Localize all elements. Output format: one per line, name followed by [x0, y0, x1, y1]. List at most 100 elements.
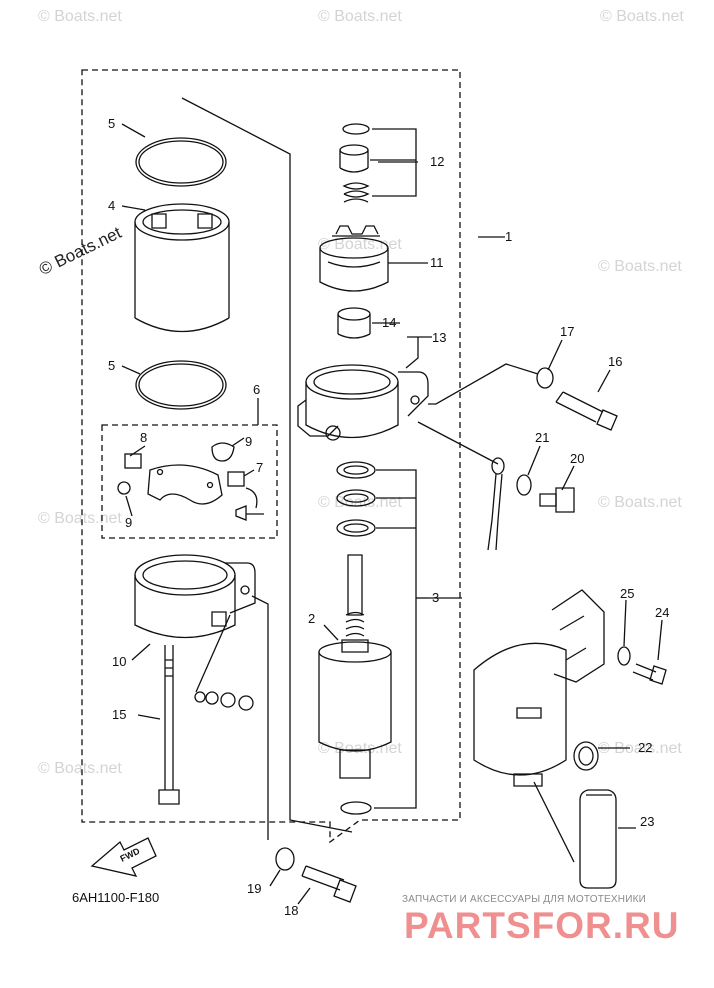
part-label: 13: [432, 330, 446, 345]
washer: [617, 646, 631, 666]
leader-line: [129, 445, 146, 457]
part-label: 6: [253, 382, 260, 397]
leader-line: [121, 123, 146, 138]
part-label: 5: [108, 116, 115, 131]
footer-subtitle: ЗАПЧАСТИ И АКСЕССУАРЫ ДЛЯ МОТОТЕХНИКИ: [402, 894, 647, 905]
o-ring-top: [135, 137, 227, 187]
rear-cover: [134, 554, 256, 639]
part-label: 3: [432, 590, 439, 605]
armature: [318, 554, 392, 779]
part-label: 20: [570, 451, 584, 466]
shim: [343, 523, 369, 533]
yoke: [134, 203, 230, 333]
stopper-ring: [342, 123, 370, 135]
leader-line: [623, 599, 627, 647]
thrust-washer: [340, 801, 372, 815]
watermark: © Boats.net: [598, 740, 682, 757]
watermark: © Boats.net: [318, 740, 402, 757]
leader-line: [405, 336, 432, 369]
part-label: 8: [140, 430, 147, 445]
leader-line: [561, 465, 575, 491]
part-label: 19: [247, 881, 261, 896]
shim: [343, 493, 369, 503]
part-label: 7: [256, 460, 263, 475]
leader-bracket: [374, 469, 417, 809]
part-label: 9: [245, 434, 252, 449]
leader-line: [527, 445, 541, 476]
leader-line: [243, 469, 255, 477]
part-label: 12: [430, 154, 444, 169]
part-label: 22: [638, 740, 652, 755]
leader-line: [131, 643, 151, 661]
leader-line: [251, 595, 269, 840]
part-label: 4: [108, 198, 115, 213]
o-ring-bottom: [138, 363, 224, 407]
bushing: [337, 307, 371, 339]
leader-line: [597, 369, 611, 393]
shim: [336, 461, 376, 479]
footer-brand: PARTSFOR.RU: [404, 905, 680, 946]
leader-line: [417, 421, 499, 465]
pinion: [319, 225, 389, 292]
leader-line: [231, 437, 245, 447]
part-label: 16: [608, 354, 622, 369]
part-label: 24: [655, 605, 669, 620]
bolt: [632, 663, 667, 685]
assembly-axis: [181, 97, 353, 833]
spring: [342, 182, 370, 203]
part-label: 25: [620, 586, 634, 601]
leader-line: [269, 869, 281, 887]
watermark: © Boats.net: [318, 8, 402, 25]
watermark: © Boats.net: [318, 236, 402, 253]
leader-line: [547, 339, 563, 371]
part-label: 9: [125, 515, 132, 530]
collar: [339, 144, 369, 173]
o-ring-bottom: [135, 360, 227, 410]
washer: [516, 474, 532, 496]
part-label: 23: [640, 814, 654, 829]
watermark: © Boats.net: [38, 8, 122, 25]
watermark: © Boats.net: [598, 494, 682, 511]
leader-line: [428, 363, 539, 405]
leader-line: [121, 205, 146, 211]
leader-line: [137, 714, 161, 720]
bolt: [301, 865, 357, 903]
leader-line: [125, 495, 133, 517]
watermark: © Boats.net: [38, 510, 122, 527]
diagram-code: 6AH1100-F180: [72, 890, 160, 905]
part-label: 17: [560, 324, 574, 339]
part-label: 18: [284, 903, 298, 918]
part-label: 2: [308, 611, 315, 626]
watermark: © Boats.net: [38, 760, 122, 777]
washer: [275, 847, 295, 871]
leader-line: [657, 619, 663, 661]
brush-holder: [117, 442, 264, 521]
through-bolt: [158, 645, 180, 805]
leader-line: [533, 781, 575, 863]
watermark: © Boats.net: [598, 258, 682, 275]
bolt: [555, 391, 618, 431]
part-label: 1: [505, 229, 512, 244]
front-bracket: [297, 364, 429, 441]
part-label: 10: [112, 654, 126, 669]
cover: [579, 789, 617, 889]
part-label: 14: [382, 315, 396, 330]
fwd-arrow: FWD: [90, 837, 157, 877]
part-label: 11: [430, 255, 444, 270]
part-label: 15: [112, 707, 126, 722]
watermark: © Boats.net: [600, 8, 684, 25]
starter-bracket: [473, 589, 605, 787]
shim: [336, 489, 376, 507]
leader-line: [297, 887, 311, 905]
brush-kit-frame: [101, 424, 278, 539]
terminal-nuts: [194, 614, 254, 711]
part-label: 21: [535, 430, 549, 445]
part-label: 5: [108, 358, 115, 373]
leader-line: [323, 624, 339, 641]
assembly-frame: [81, 69, 461, 844]
washer: [536, 367, 554, 389]
shim: [343, 465, 369, 475]
ground-cable: [487, 457, 505, 551]
